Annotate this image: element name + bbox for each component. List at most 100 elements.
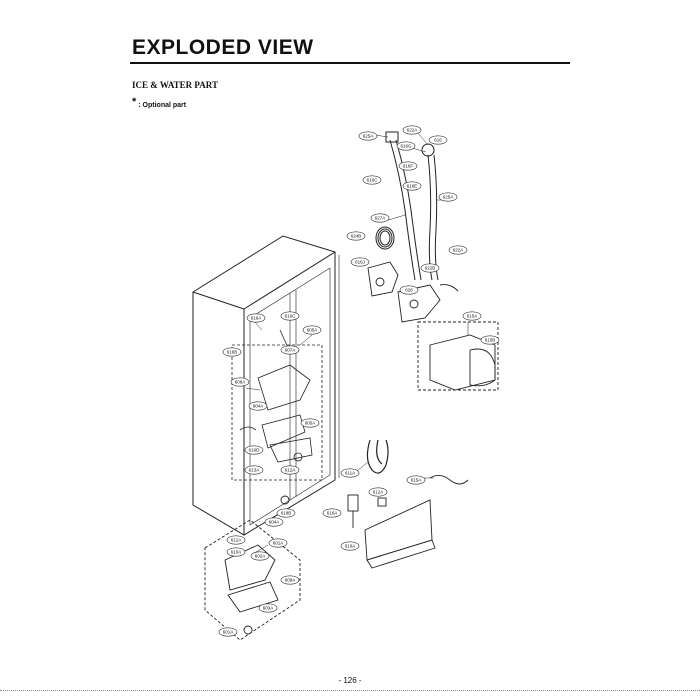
- callout-label: 616C: [367, 178, 379, 183]
- callout-bubble: [362, 175, 382, 185]
- callout-bubble: [396, 141, 416, 151]
- part-callout: 616F: [398, 161, 418, 171]
- callout-label: 612A: [231, 538, 242, 543]
- callout-bubble: [402, 125, 422, 135]
- callout-label: 615A: [411, 478, 422, 483]
- callout-bubble: [370, 213, 390, 223]
- lower-dispenser-group: [204, 495, 301, 641]
- callout-label: 616D: [249, 448, 261, 453]
- callout-bubble: [402, 181, 422, 191]
- leader-lines: [245, 132, 469, 553]
- callout-label: 604A: [253, 404, 264, 409]
- dispenser-parts: [239, 329, 313, 463]
- part-callout: 627A: [370, 213, 390, 223]
- part-callout: 612A: [368, 487, 388, 497]
- part-callout: 604A: [248, 401, 268, 411]
- part-callout: 612A: [280, 465, 300, 475]
- callout-bubble: [350, 257, 370, 267]
- part-callout: 616: [428, 135, 448, 145]
- callout-bubble: [438, 192, 458, 202]
- callout-label: 605A: [307, 328, 318, 333]
- callout-bubble: [250, 551, 270, 561]
- part-callout: 616A: [322, 508, 342, 518]
- callout-label: 610A: [231, 550, 242, 555]
- part-callout: 602A: [250, 551, 270, 561]
- part-callout: 616J: [350, 257, 370, 267]
- callout-layer: 625A622A616616G616F616C616E625A627A624B6…: [218, 125, 500, 637]
- callout-bubble: [280, 345, 300, 355]
- callout-label: 601A: [273, 541, 284, 546]
- callout-label: 605A: [305, 421, 316, 426]
- callout-label: 608A: [235, 380, 246, 385]
- callout-bubble: [244, 465, 264, 475]
- callout-label: 612A: [373, 490, 384, 495]
- callout-label: 627A: [375, 216, 386, 221]
- callout-bubble: [399, 285, 419, 295]
- callout-bubble: [276, 508, 296, 518]
- callout-bubble: [406, 475, 426, 485]
- callout-bubble: [264, 517, 284, 527]
- callout-label: 609A: [285, 578, 296, 583]
- part-callout: 625A: [358, 131, 378, 141]
- callout-label: 628: [405, 288, 413, 293]
- callout-label: 613A: [249, 468, 260, 473]
- part-callout: 616D: [244, 445, 264, 455]
- part-callout: 615A: [406, 475, 426, 485]
- callout-label: 618B: [281, 511, 292, 516]
- callout-bubble: [322, 508, 342, 518]
- part-callout: 616C: [362, 175, 382, 185]
- callout-bubble: [246, 313, 266, 323]
- optional-part-note: *: Optional part: [132, 96, 186, 110]
- callout-bubble: [340, 468, 360, 478]
- bottom-rule: [0, 690, 700, 691]
- part-callout: 628: [399, 285, 419, 295]
- callout-bubble: [230, 377, 250, 387]
- callout-bubble: [302, 325, 322, 335]
- callout-label: 616B: [227, 350, 238, 355]
- callout-label: 611A: [345, 471, 355, 476]
- callout-bubble: [462, 311, 482, 321]
- part-callout: 625A: [438, 192, 458, 202]
- callout-bubble: [226, 547, 246, 557]
- callout-label: 616C: [285, 314, 297, 319]
- callout-bubble: [300, 418, 320, 428]
- callout-label: 602A: [255, 554, 266, 559]
- part-callout: 609A: [280, 575, 300, 585]
- callout-label: 615B: [485, 338, 496, 343]
- part-callout: 611A: [340, 468, 360, 478]
- title-underline: [130, 62, 570, 64]
- callout-bubble: [222, 347, 242, 357]
- page-title: EXPLODED VIEW: [132, 36, 314, 59]
- part-callout: 624B: [346, 231, 366, 241]
- part-callout: 603A: [258, 603, 278, 613]
- callout-label: 616: [434, 138, 442, 143]
- callout-label: 625A: [363, 134, 374, 139]
- part-callout: 622A: [448, 245, 468, 255]
- callout-label: 603A: [263, 606, 274, 611]
- callout-bubble: [398, 161, 418, 171]
- callout-bubble: [480, 335, 500, 345]
- part-callout: 618B: [276, 508, 296, 518]
- callout-label: 616F: [403, 164, 414, 169]
- callout-bubble: [448, 245, 468, 255]
- part-callout: 622A: [402, 125, 422, 135]
- callout-label: 615A: [467, 314, 478, 319]
- part-callout: 615B: [480, 335, 500, 345]
- part-callout: 601A: [218, 627, 238, 637]
- part-callout: 604A: [264, 517, 284, 527]
- part-callout: 616B: [222, 347, 242, 357]
- callout-label: 616J: [355, 260, 365, 265]
- part-callout: 605A: [302, 325, 322, 335]
- callout-label: 601A: [223, 630, 234, 635]
- callout-bubble: [258, 603, 278, 613]
- callout-label: 622A: [407, 128, 418, 133]
- part-callout: 615A: [462, 311, 482, 321]
- callout-label: 612A: [285, 468, 296, 473]
- section-heading: ICE & WATER PART: [132, 80, 218, 90]
- callout-label: 607A: [285, 348, 296, 353]
- callout-bubble: [268, 538, 288, 548]
- part-callout: 622B: [420, 263, 440, 273]
- callout-label: 616A: [251, 316, 262, 321]
- callout-label: 622B: [425, 266, 436, 271]
